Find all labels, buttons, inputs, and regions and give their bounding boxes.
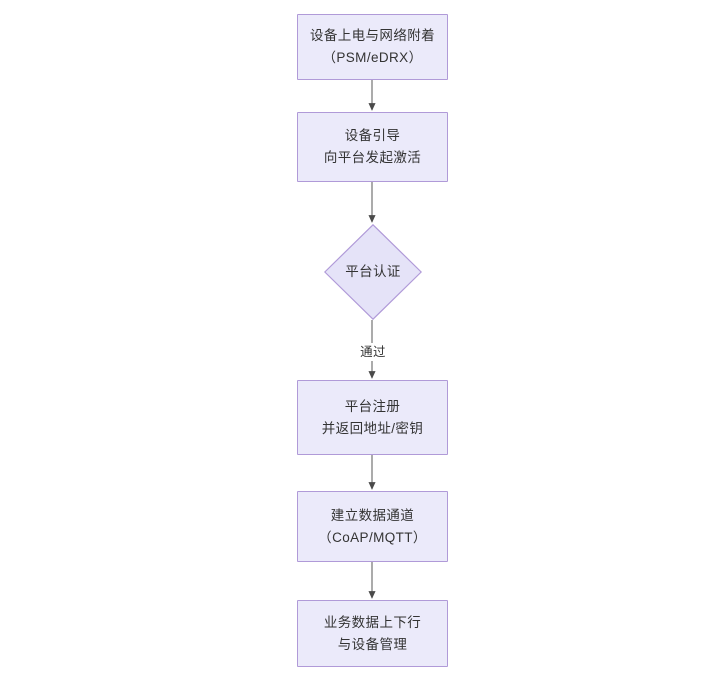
flow-node-platform-authentication[interactable]: 平台认证 (324, 224, 422, 320)
flow-node-label: 设备上电与网络附着 （PSM/eDRX） (309, 28, 436, 65)
flow-node-label: 平台注册 并返回地址/密钥 (321, 398, 424, 436)
flow-node-label: 平台认证 (345, 264, 401, 279)
flow-node-platform-registration[interactable]: 平台注册 并返回地址/密钥 (297, 380, 448, 455)
edge-label-pass: 通过 (358, 343, 388, 361)
flow-node-business-data-and-device-management[interactable]: 业务数据上下行 与设备管理 (297, 600, 448, 667)
flow-node-label: 设备引导 向平台发起激活 (323, 128, 422, 165)
flow-node-device-bootstrap[interactable]: 设备引导 向平台发起激活 (297, 112, 448, 182)
flow-node-label: 业务数据上下行 与设备管理 (323, 614, 422, 652)
flow-node-device-power-on[interactable]: 设备上电与网络附着 （PSM/eDRX） (297, 14, 448, 80)
flow-node-label-wrap: 平台认证 (324, 224, 422, 320)
flow-node-label: 建立数据通道 （CoAP/MQTT） (318, 507, 427, 545)
flow-node-establish-data-channel[interactable]: 建立数据通道 （CoAP/MQTT） (297, 491, 448, 562)
diamond-shape-icon (324, 224, 422, 320)
